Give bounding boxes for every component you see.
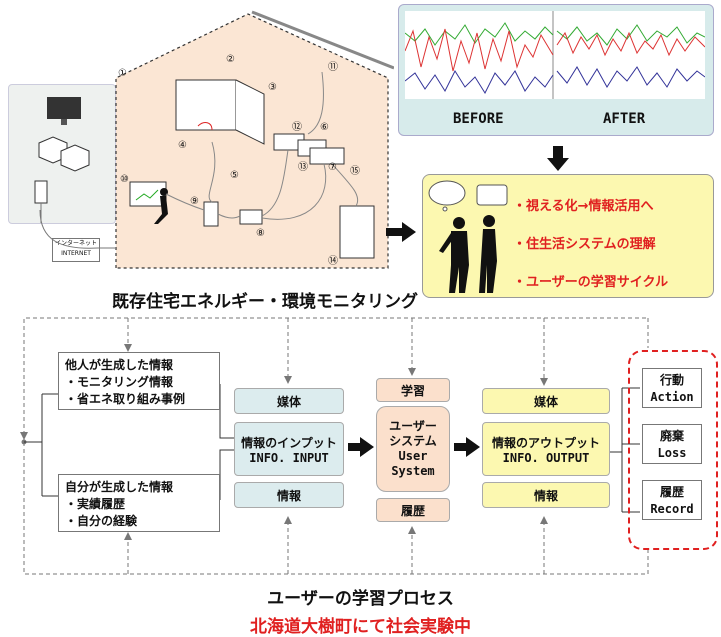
input-media-box: 媒体 xyxy=(234,388,344,414)
others-info-box: 他人が生成した情報 ・モニタリング情報 ・省エネ取り組み事例 xyxy=(58,352,220,410)
internet-label-jp: インターネット xyxy=(54,240,97,247)
internet-label-box: インターネット INTERNET xyxy=(52,238,100,262)
internet-panel xyxy=(8,84,116,255)
output-box: 情報のアウトプット INFO. OUTPUT xyxy=(482,422,610,476)
house-num-12: ⑫ xyxy=(292,122,302,133)
output-info-box: 情報 xyxy=(482,482,610,508)
user-en-2: System xyxy=(391,464,435,478)
user-en-1: User xyxy=(398,449,428,463)
house-num-11: ⑪ xyxy=(328,62,338,73)
insight-item-3: ・ユーザーの学習サイクル xyxy=(513,275,669,290)
output-en: INFO. OUTPUT xyxy=(502,450,590,465)
house-num-7: ⑦ xyxy=(328,162,337,173)
record-jp: 履歴 xyxy=(659,485,684,499)
house-num-13: ⑬ xyxy=(298,162,308,173)
pc-illustration xyxy=(34,97,90,255)
insight-item-1: ・視える化→情報活用へ xyxy=(513,199,654,214)
house-num-5: ⑤ xyxy=(230,170,239,181)
house-diagram xyxy=(115,10,394,269)
before-after-panel: BEFORE AFTER xyxy=(398,4,714,136)
learning-box: 学習 xyxy=(376,378,450,402)
others-info-item-1: ・モニタリング情報 xyxy=(65,375,174,389)
house-num-3: ③ xyxy=(268,82,277,93)
internet-label-en: INTERNET xyxy=(61,250,91,257)
self-info-box: 自分が生成した情報 ・実績履歴 ・自分の経験 xyxy=(58,474,220,532)
others-info-title: 他人が生成した情報 xyxy=(65,358,174,372)
arrow-down-icon xyxy=(547,146,569,171)
house-num-4: ④ xyxy=(178,140,187,151)
input-info-box: 情報 xyxy=(234,482,344,508)
arrow-right-icon xyxy=(348,437,374,457)
house-caption: 既存住宅エネルギー・環境モニタリング xyxy=(112,292,418,312)
self-info-title: 自分が生成した情報 xyxy=(65,480,174,494)
action-en: Action xyxy=(650,390,694,404)
history-box: 履歴 xyxy=(376,498,450,522)
house-num-9: ⑨ xyxy=(190,196,199,207)
input-title: 情報のインプット xyxy=(241,435,337,450)
self-info-item-2: ・自分の経験 xyxy=(65,514,138,528)
output-title: 情報のアウトプット xyxy=(491,435,600,450)
arrow-right-icon xyxy=(386,222,416,242)
self-info-item-1: ・実績履歴 xyxy=(65,497,126,511)
house-num-14: ⑭ xyxy=(328,256,338,267)
action-box-loss: 廃棄 Loss xyxy=(642,424,702,464)
user-jp-1: ユーザー xyxy=(389,419,437,433)
before-after-graph xyxy=(405,11,705,99)
action-box-action: 行動 Action xyxy=(642,368,702,408)
before-label: BEFORE xyxy=(453,111,504,127)
input-en: INFO. INPUT xyxy=(249,450,329,465)
output-media-box: 媒体 xyxy=(482,388,610,414)
house-num-8: ⑧ xyxy=(256,228,265,239)
record-en: Record xyxy=(650,502,694,516)
people-silhouette xyxy=(428,180,508,293)
house-num-15: ⑮ xyxy=(350,166,360,177)
loss-jp: 廃棄 xyxy=(659,429,684,443)
arrow-right-icon xyxy=(454,437,480,457)
after-label: AFTER xyxy=(603,111,646,127)
footer-caption: 北海道大樹町にて社会実験中 xyxy=(250,617,471,637)
insight-item-2: ・住生活システムの理解 xyxy=(513,237,656,252)
actions-group xyxy=(628,350,718,550)
user-system-box: ユーザー システム User System xyxy=(376,406,450,492)
house-num-6: ⑥ xyxy=(320,122,329,133)
input-box: 情報のインプット INFO. INPUT xyxy=(234,422,344,476)
action-jp: 行動 xyxy=(659,373,684,387)
house-num-2: ② xyxy=(226,54,235,65)
others-info-item-2: ・省エネ取り組み事例 xyxy=(65,392,186,406)
insight-panel: ・視える化→情報活用へ ・住生活システムの理解 ・ユーザーの学習サイクル xyxy=(422,174,714,298)
action-box-record: 履歴 Record xyxy=(642,480,702,520)
user-jp-2: システム xyxy=(389,434,437,448)
loss-en: Loss xyxy=(657,446,687,460)
house-num-1: ① xyxy=(118,68,127,79)
process-caption: ユーザーの学習プロセス xyxy=(267,589,454,609)
house-num-10: ⑩ xyxy=(120,174,129,185)
